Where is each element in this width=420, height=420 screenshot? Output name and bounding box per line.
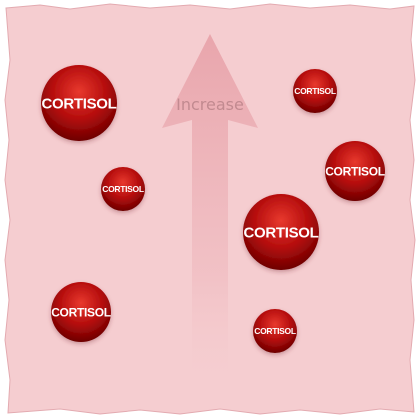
cortisol-ball (293, 69, 337, 113)
increase-arrow: Increase (162, 34, 258, 378)
cortisol-label: CORTISOL (41, 95, 116, 112)
arrow-shape (162, 34, 258, 378)
cortisol-molecule: CORTISOL (243, 194, 319, 270)
cortisol-molecule: CORTISOL (41, 65, 117, 141)
cortisol-ball (325, 141, 385, 201)
cortisol-ball (101, 167, 145, 211)
cortisol-ball (253, 309, 297, 353)
cortisol-label: CORTISOL (243, 224, 318, 241)
cortisol-label: CORTISOL (294, 86, 336, 96)
cortisol-molecule: CORTISOL (101, 167, 145, 211)
cortisol-label: CORTISOL (102, 184, 144, 194)
cortisol-molecules: CORTISOL CORTISOL CORTISOL CORTISOL CORTISOL… (41, 65, 385, 353)
cortisol-molecule: CORTISOL (51, 282, 111, 342)
cortisol-label: CORTISOL (254, 326, 296, 336)
cortisol-molecule: CORTISOL (293, 69, 337, 113)
cortisol-ball (51, 282, 111, 342)
cortisol-label: CORTISOL (325, 164, 385, 178)
arrow-label: Increase (176, 95, 244, 114)
cortisol-ball (243, 194, 319, 270)
cortisol-label: CORTISOL (51, 305, 111, 319)
cortisol-molecule: CORTISOL (325, 141, 385, 201)
cortisol-molecule: CORTISOL (253, 309, 297, 353)
cortisol-ball (41, 65, 117, 141)
